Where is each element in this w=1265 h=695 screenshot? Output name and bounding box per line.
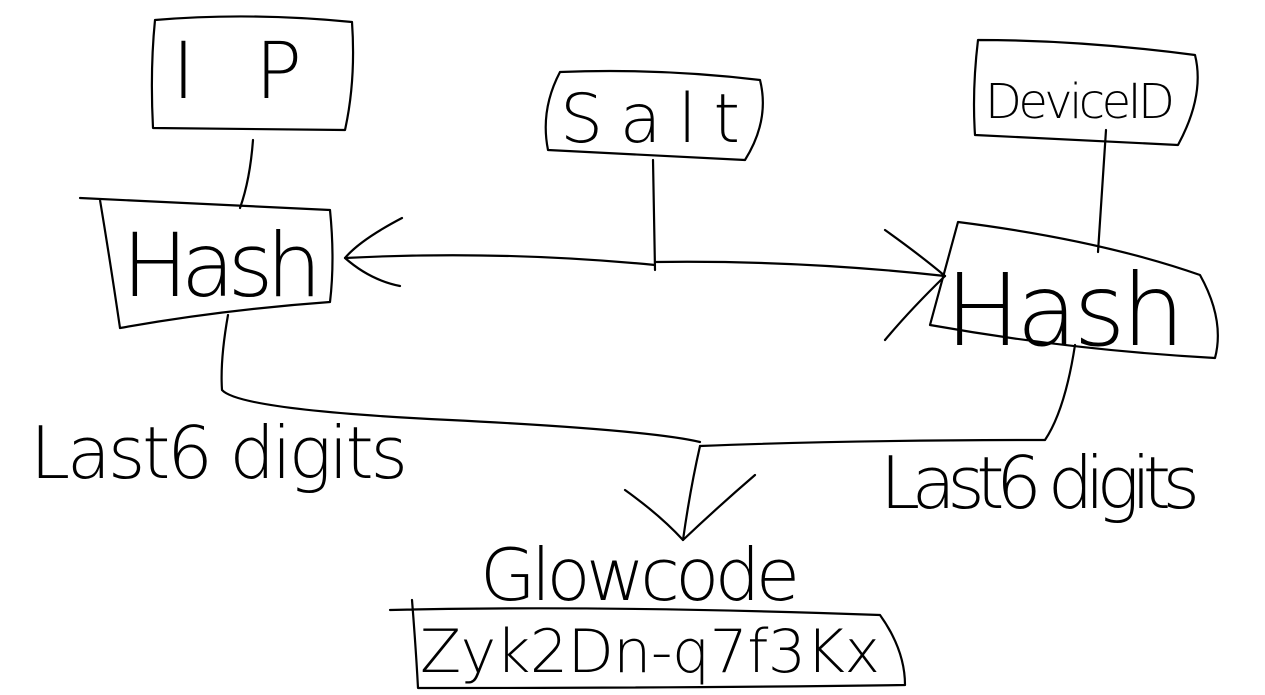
ip-label: IP bbox=[172, 27, 302, 117]
last-digits-left-label: Last6 digits bbox=[30, 411, 408, 495]
left-hash-down-line bbox=[220, 313, 702, 444]
glowcode-node: Zyk2Dn-q7f3Kx bbox=[388, 598, 907, 690]
hash-right-box bbox=[928, 220, 1219, 360]
glowcode-box bbox=[388, 598, 907, 690]
salt-down-line bbox=[651, 158, 657, 272]
right-hash-down-line bbox=[698, 343, 1077, 448]
salt-to-left-hash-arrow bbox=[343, 254, 657, 267]
arrowhead-left bbox=[343, 216, 404, 288]
ip-to-hash-line bbox=[238, 138, 255, 210]
hash-left-box bbox=[78, 196, 334, 330]
glowcode-value: Zyk2Dn-q7f3Kx bbox=[420, 617, 880, 687]
salt-to-right-hash-arrow bbox=[653, 260, 947, 278]
device-id-to-hash-line bbox=[1096, 128, 1108, 254]
device-id-box bbox=[972, 38, 1199, 147]
salt-label: Salt bbox=[560, 80, 740, 159]
hash-left-node: Hash bbox=[78, 196, 334, 330]
arrowhead-right bbox=[883, 228, 947, 342]
device-id-node: DeviceID bbox=[972, 38, 1199, 147]
ip-box bbox=[150, 15, 355, 132]
hash-right-label: Hash bbox=[945, 252, 1185, 369]
last-digits-right-label: Last6 digits bbox=[880, 441, 1200, 525]
hash-right-node: Hash bbox=[928, 220, 1219, 369]
hash-left-label: Hash bbox=[122, 214, 322, 317]
glowcode-label: Glowcode bbox=[480, 533, 800, 617]
arrowhead-down bbox=[623, 473, 757, 542]
ip-node: IP bbox=[150, 15, 355, 132]
device-id-label: DeviceID bbox=[985, 74, 1175, 130]
salt-node: Salt bbox=[544, 69, 764, 162]
salt-box bbox=[544, 69, 764, 162]
merge-down-arrow bbox=[681, 444, 702, 542]
